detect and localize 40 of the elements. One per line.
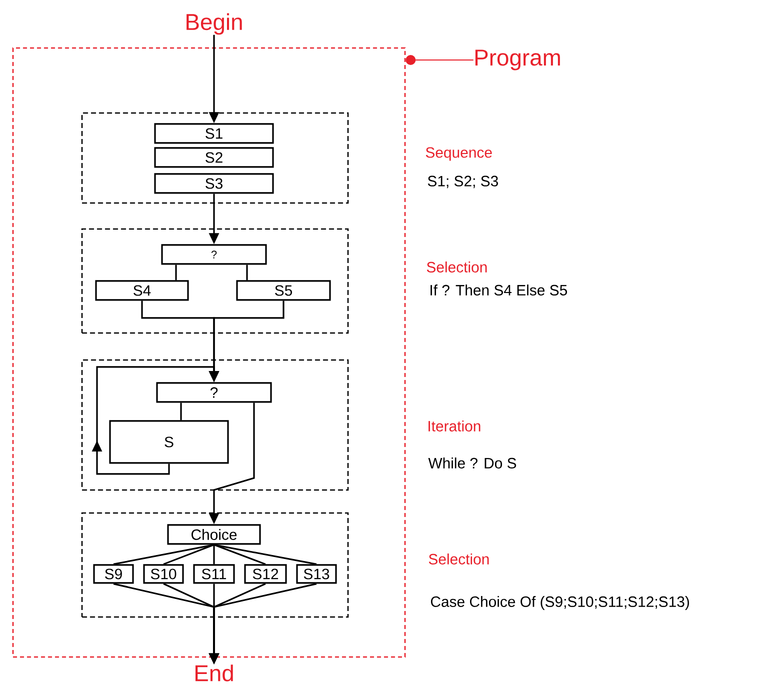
callout-text: Program bbox=[475, 50, 560, 70]
block-frame bbox=[81, 112, 349, 204]
choice-box: Choice bbox=[167, 524, 261, 545]
title-text: End bbox=[196, 664, 233, 682]
process-box: S11 bbox=[193, 564, 235, 584]
section-heading: Sequence bbox=[426, 147, 492, 161]
connector-line bbox=[163, 544, 214, 565]
connector-line bbox=[214, 544, 317, 565]
process-box: S bbox=[109, 420, 229, 464]
connector-line bbox=[246, 264, 248, 280]
connector-line bbox=[180, 402, 182, 420]
program-frame bbox=[12, 47, 406, 658]
section-heading: Selection bbox=[428, 554, 489, 564]
process-box: S2 bbox=[154, 147, 274, 168]
process-box: S4 bbox=[95, 280, 189, 301]
title-text: Begin bbox=[186, 13, 242, 35]
connector-line bbox=[214, 544, 266, 565]
pseudocode-text: Case Choice Of (S9;S10;S11;S12;S13) bbox=[430, 596, 689, 610]
pseudocode-text: If ? Then S4 Else S5 bbox=[430, 284, 567, 296]
block-frame bbox=[81, 359, 349, 491]
block-frame bbox=[81, 512, 349, 618]
arrow bbox=[92, 366, 220, 475]
condition-box: ? bbox=[161, 244, 267, 265]
connector-line bbox=[113, 544, 214, 565]
section-heading: Iteration bbox=[428, 420, 480, 432]
process-box: S3 bbox=[154, 173, 274, 194]
process-box: S9 bbox=[93, 564, 134, 584]
process-box: S1 bbox=[154, 123, 274, 144]
condition-box: ? bbox=[156, 382, 272, 403]
section-heading: Selection bbox=[426, 262, 487, 272]
process-box: S5 bbox=[236, 280, 331, 301]
block-frame bbox=[81, 228, 349, 334]
connector-line bbox=[175, 264, 177, 280]
pseudocode-text: While ? Do S bbox=[428, 458, 516, 468]
process-box: S12 bbox=[244, 564, 287, 584]
process-box: S10 bbox=[143, 564, 184, 584]
pseudocode-text: S1; S2; S3 bbox=[428, 176, 498, 188]
leader-line bbox=[406, 55, 474, 65]
connector-line bbox=[213, 544, 215, 564]
process-box: S13 bbox=[296, 564, 337, 584]
